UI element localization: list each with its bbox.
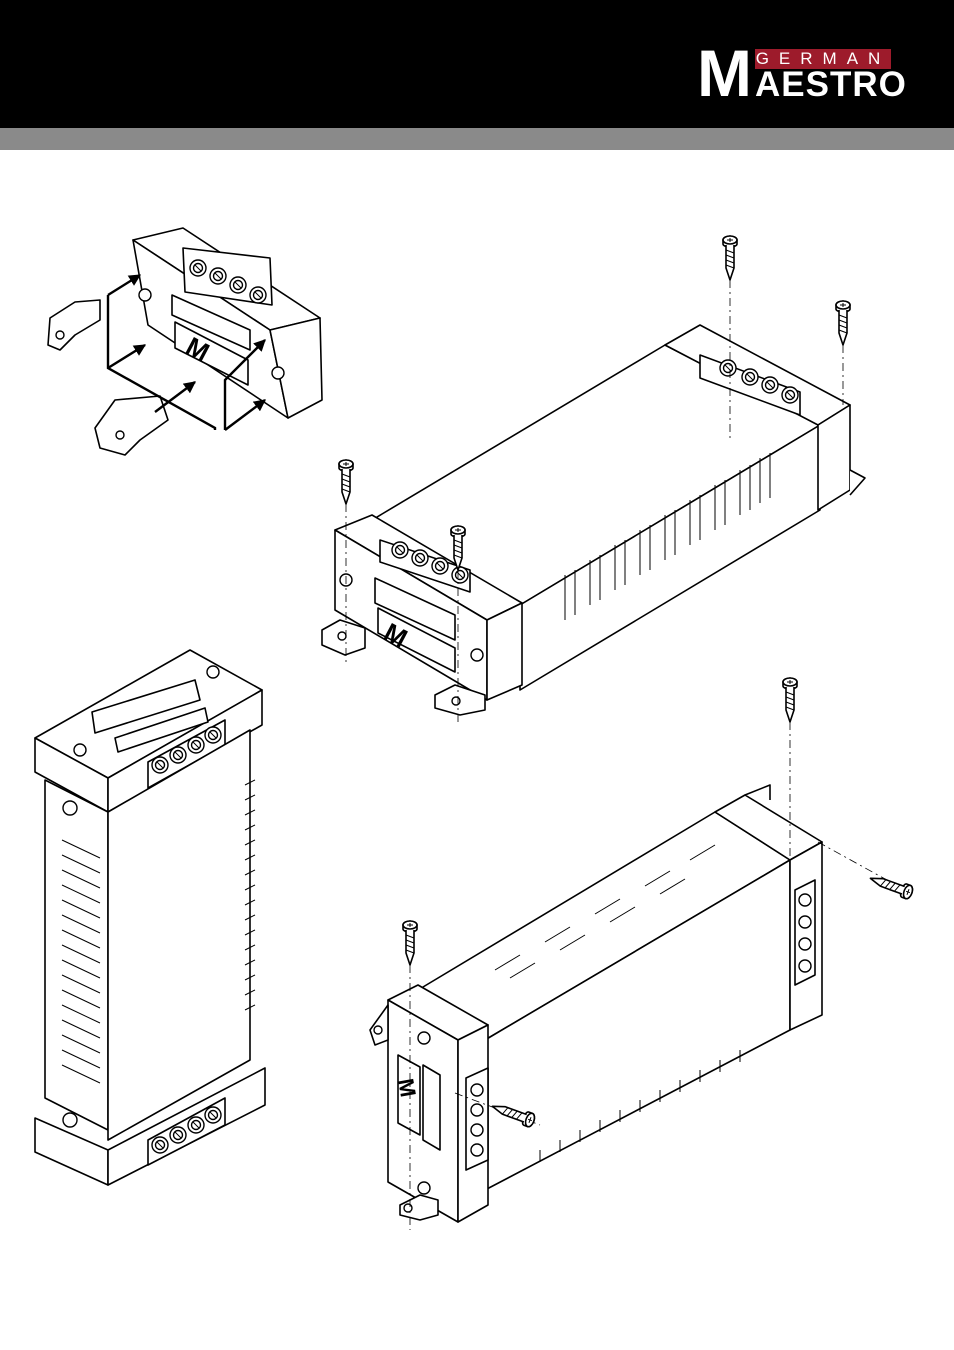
horizontal-mounting-view: M xyxy=(322,236,865,725)
bracket-mounting-detail: M xyxy=(48,228,322,455)
vertical-mounting-view xyxy=(35,650,265,1185)
wall-mounting-view: M xyxy=(370,678,914,1230)
